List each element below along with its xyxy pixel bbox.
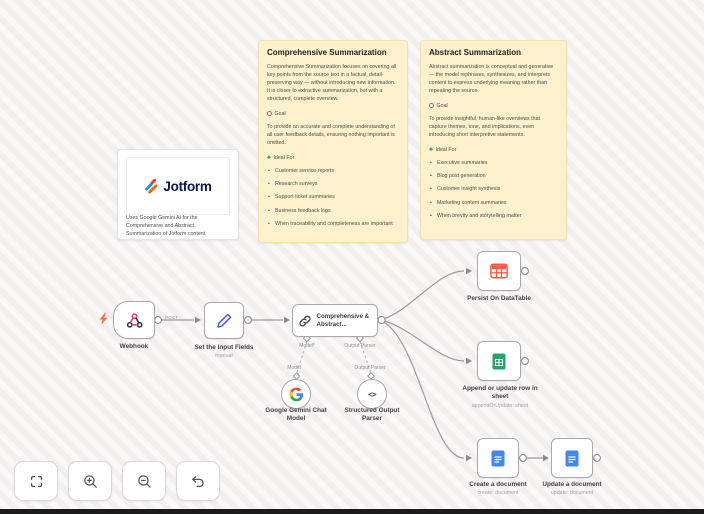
reset-zoom-button[interactable] — [176, 461, 220, 501]
note-goal: To provide an accurate and complete unde… — [267, 123, 395, 146]
node-label-datatable: Persist On DataTable — [467, 295, 531, 302]
connection-method-label: POST — [165, 315, 179, 320]
node-doc-create[interactable] — [477, 438, 519, 478]
output-port-webhook — [154, 316, 162, 324]
window-bottom-edge — [0, 509, 704, 514]
note-title: Abstract Summarization — [429, 48, 522, 57]
node-label-sheet: Append or update row in sheet appendOrUp… — [462, 385, 538, 409]
node-label-gemini: Google Gemini Chat Model — [265, 407, 327, 423]
list-item: Blog post generation — [429, 173, 558, 180]
list-item: Executive summaries — [429, 160, 558, 167]
connection-agent-doccreate — [384, 322, 465, 459]
list-item: Support ticket summaries — [267, 194, 399, 201]
node-doc-update[interactable] — [551, 438, 593, 478]
input-arrow-datatable — [466, 267, 472, 275]
google-docs-icon — [491, 450, 505, 466]
input-arrow-doccreate — [466, 454, 472, 462]
node-sublabel-sheet: appendOrUpdate: sheet — [471, 402, 529, 409]
list-item: Business feedback logs — [267, 208, 399, 215]
ideal-for-list: Executive summariesBlog post generationC… — [429, 160, 558, 220]
node-webhook[interactable] — [113, 301, 155, 339]
goal-icon — [267, 111, 272, 117]
sticky-note-jotform[interactable]: Jotform Uses Google Gemini AI for the Co… — [117, 149, 239, 240]
input-arrow-set — [195, 316, 201, 324]
ideal-for-list: Customer service reportsResearch surveys… — [267, 168, 399, 228]
node-label-set: Set the Input Fields manual — [194, 344, 254, 360]
google-sheets-icon — [492, 353, 506, 369]
list-item: Customer service reports — [267, 168, 399, 175]
connection-agent-sheet — [384, 320, 465, 362]
angle-brackets-icon: <> — [367, 389, 377, 399]
output-port-datatable — [521, 267, 529, 275]
required-asterisk: * — [312, 343, 315, 349]
node-sheet-append[interactable] — [477, 341, 521, 381]
node-structured-output-parser[interactable]: <> — [357, 379, 387, 409]
output-port-docupdate — [593, 454, 601, 462]
list-item: When traceability and completeness are i… — [267, 221, 399, 228]
datatable-icon — [490, 263, 508, 279]
list-item: Marketing content summaries — [429, 200, 558, 207]
note-body: Abstract summarization is conceptual and… — [429, 64, 554, 94]
goal-icon — [429, 103, 434, 109]
subnode-port-label-model: Model — [287, 365, 301, 371]
output-port-agent — [377, 315, 386, 325]
fit-view-icon — [30, 475, 42, 487]
node-sublabel-set: manual — [215, 353, 233, 360]
sticky-note-comprehensive[interactable]: Comprehensive Summarization Comprehensiv… — [258, 40, 408, 243]
zoom-in-button[interactable] — [68, 461, 112, 501]
list-item: Research surveys — [267, 181, 399, 188]
webhook-icon — [126, 312, 143, 328]
google-g-icon — [289, 387, 303, 401]
trigger-bolt-icon — [99, 313, 108, 325]
node-label-agent: Comprehensive & Abstract... — [316, 312, 370, 328]
node-label-parser: Structured Output Parser — [344, 407, 400, 423]
input-arrow-agent — [284, 316, 290, 324]
output-port-doccreate — [519, 454, 527, 462]
subnode-port-label-parser: Output Parser — [354, 365, 386, 371]
node-sublabel-doc-create: create: document — [477, 490, 519, 497]
node-agent[interactable]: Comprehensive & Abstract... — [292, 304, 378, 337]
jotform-wordmark: Jotform — [163, 178, 212, 194]
list-item: When brevity and storytelling matter — [429, 213, 558, 220]
note-body: Comprehensive Summarization focuses on c… — [267, 64, 397, 102]
zoom-in-icon — [83, 474, 97, 488]
list-item: Customer insight synthesis — [429, 186, 558, 193]
node-sublabel-doc-update: update: document — [550, 490, 594, 497]
chain-icon — [298, 315, 311, 326]
input-arrow-sheet — [466, 357, 472, 365]
sticky-note-abstract[interactable]: Abstract Summarization Abstract summariz… — [420, 40, 567, 240]
pen-icon — [216, 313, 231, 328]
output-port-set — [244, 316, 252, 324]
zoom-out-icon — [137, 474, 151, 488]
output-port-sheet — [521, 357, 529, 365]
jotform-logo: Jotform — [126, 157, 230, 215]
goal-heading: Goal — [267, 111, 399, 117]
goal-heading: Goal — [429, 103, 558, 109]
jotform-logo-icon — [145, 178, 158, 193]
clover-icon: ♣ — [267, 154, 271, 161]
connection-agent-datatable — [384, 270, 465, 320]
port-label-output-parser: Output Parser — [344, 343, 376, 349]
node-persist-datatable[interactable] — [477, 251, 521, 291]
fit-view-button[interactable] — [14, 461, 58, 501]
note-goal: To provide insightful, human-like overvi… — [429, 115, 540, 138]
google-docs-icon — [565, 450, 579, 466]
ideal-for-heading: ♣ Ideal For — [267, 154, 295, 161]
note-title: Comprehensive Summarization — [267, 48, 387, 57]
zoom-out-button[interactable] — [122, 461, 166, 501]
undo-icon — [191, 475, 204, 487]
node-label-doc-create: Create a document create: document — [458, 481, 538, 497]
note-caption: Uses Google Gemini AI for the Comprehens… — [126, 215, 206, 237]
input-arrow-docupdate — [543, 454, 549, 462]
node-label-doc-update: Update a document update: document — [532, 481, 612, 497]
node-label-webhook: Webhook — [119, 343, 149, 350]
ideal-for-heading: ♣ Ideal For — [429, 146, 457, 153]
node-set-input-fields[interactable] — [204, 302, 244, 339]
clover-icon: ♣ — [429, 146, 433, 153]
node-gemini-chat-model[interactable] — [281, 379, 311, 409]
port-label-model: Model* — [299, 343, 315, 349]
